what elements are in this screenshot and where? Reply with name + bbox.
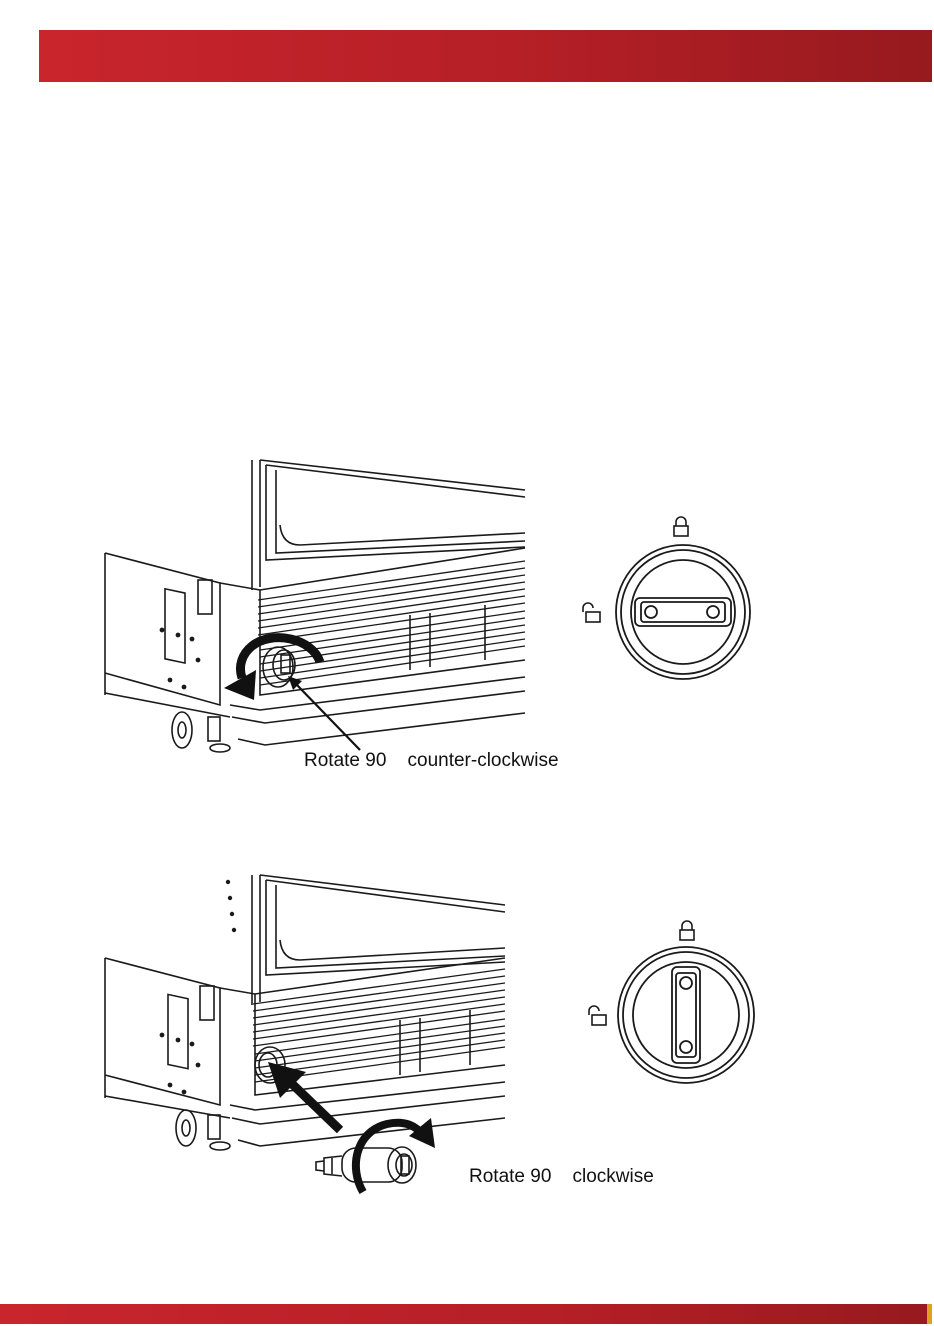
step1-caption: Rotate 90 counter-clockwise: [304, 750, 559, 772]
footer-color-band: [0, 1304, 932, 1324]
header-color-band: [39, 30, 932, 82]
padlock-open-icon: [586, 1005, 608, 1027]
padlock-closed-icon: [672, 516, 690, 538]
padlock-closed-icon: [678, 920, 696, 942]
step2-caption: Rotate 90 clockwise: [469, 1166, 654, 1188]
pointer-arrow-icon: [262, 1058, 352, 1138]
cabinet-illustration-lock: [100, 870, 510, 1190]
lock-dial-horizontal: [575, 512, 760, 692]
padlock-open-icon: [580, 602, 602, 624]
rotate-arrow-icon: [345, 1112, 445, 1197]
footer-accent-tick: [927, 1304, 932, 1324]
pointer-arrow-icon: [280, 668, 370, 758]
